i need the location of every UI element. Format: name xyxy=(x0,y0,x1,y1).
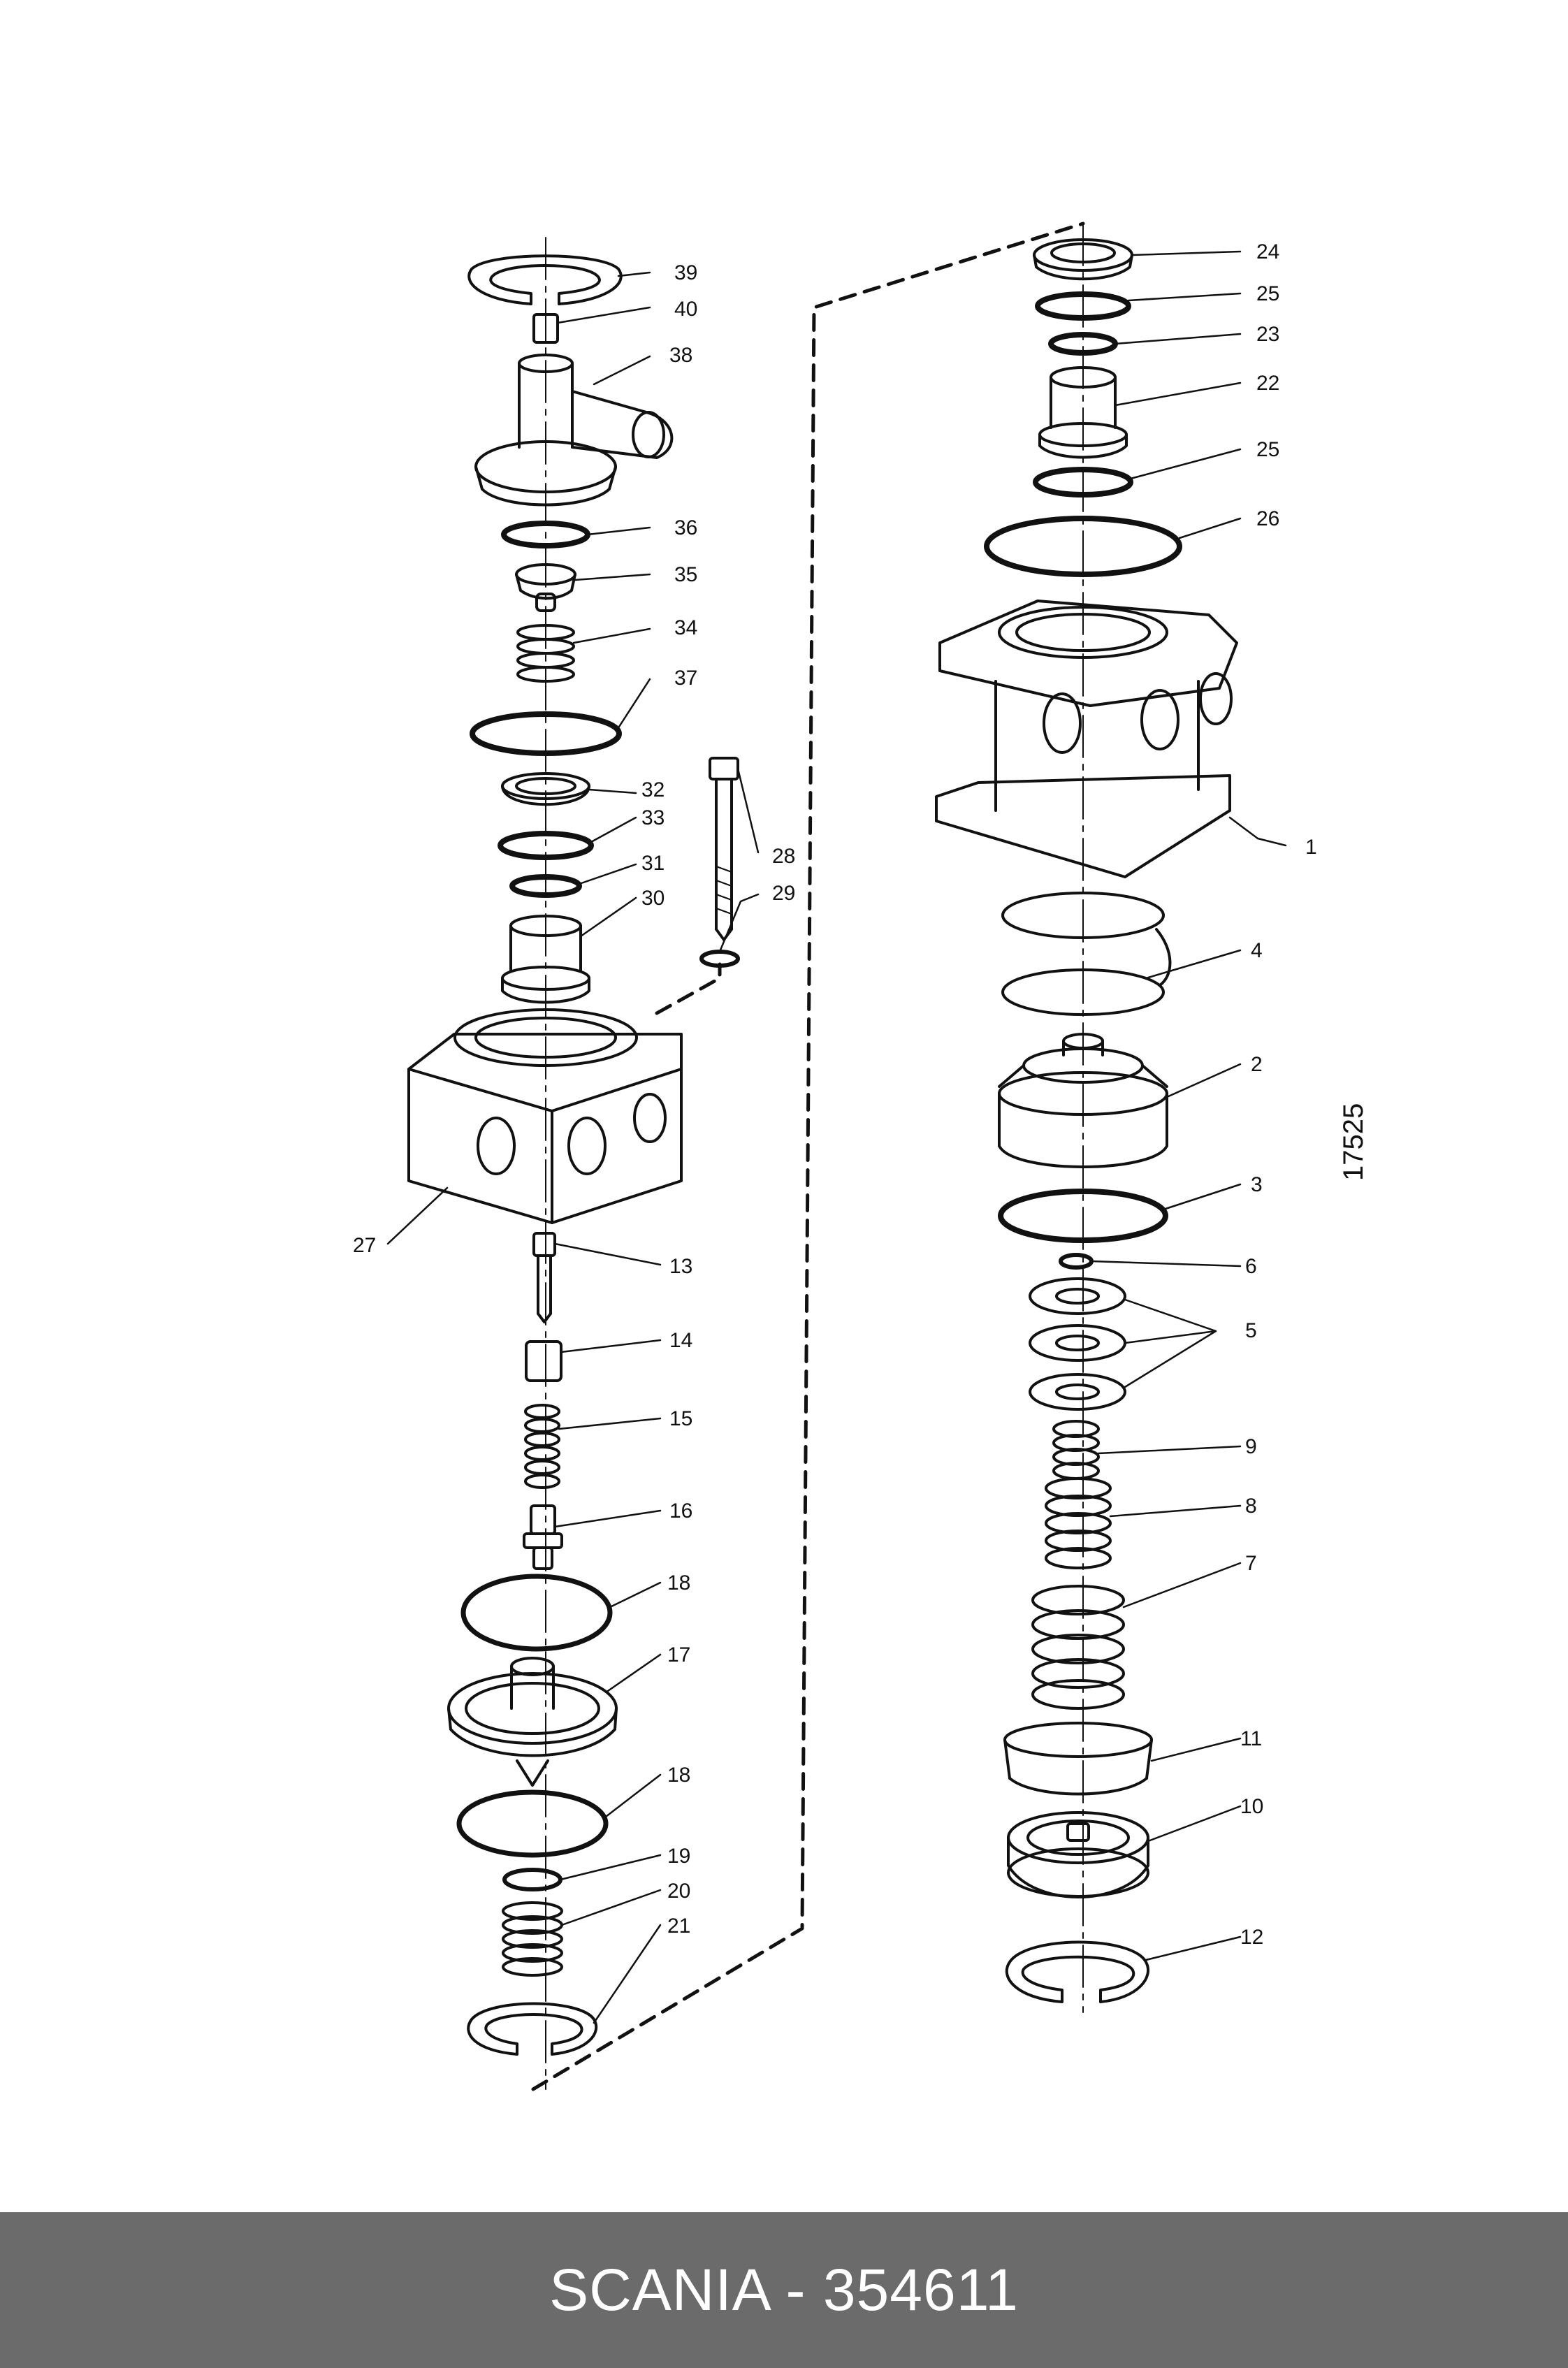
callout-22: 22 xyxy=(1256,372,1279,395)
part-31-o-ring xyxy=(509,874,582,898)
part-32-seal xyxy=(501,772,590,806)
callout-21: 21 xyxy=(667,1915,690,1938)
plate-number: 17525 xyxy=(1338,1103,1369,1181)
part-34-spring xyxy=(516,624,575,683)
callout-29: 29 xyxy=(772,882,795,905)
part-18-o-ring-lower xyxy=(456,1789,609,1858)
part-33-o-ring xyxy=(498,831,594,860)
part-2-piston xyxy=(998,1033,1168,1168)
part-25-o-ring-lower xyxy=(1033,467,1133,497)
callout-20: 20 xyxy=(667,1880,690,1903)
part-18-o-ring-upper xyxy=(460,1574,613,1652)
part-3-o-ring xyxy=(998,1189,1168,1243)
callout-34: 34 xyxy=(674,616,697,639)
part-29-washer xyxy=(699,950,740,968)
part-13-screw xyxy=(532,1232,556,1323)
part-22-sleeve xyxy=(1038,366,1128,459)
part-1-housing xyxy=(935,600,1238,878)
callout-23: 23 xyxy=(1256,323,1279,346)
callout-37: 37 xyxy=(674,667,697,690)
part-21-circlip xyxy=(467,2002,598,2056)
part-7-spring xyxy=(1031,1585,1125,1710)
callout-17: 17 xyxy=(667,1643,690,1666)
callout-16: 16 xyxy=(669,1499,692,1523)
part-10-cap xyxy=(1007,1811,1149,1898)
part-15-spring xyxy=(524,1404,560,1489)
callout-12: 12 xyxy=(1240,1926,1263,1949)
callout-24: 24 xyxy=(1256,240,1279,263)
part-25-o-ring-upper xyxy=(1035,291,1131,321)
callout-26: 26 xyxy=(1256,507,1279,530)
part-19-ring xyxy=(502,1868,562,1891)
part-27-housing xyxy=(407,1008,683,1224)
part-6-washer xyxy=(1059,1253,1094,1270)
callout-13: 13 xyxy=(669,1255,692,1278)
part-5-washers xyxy=(1029,1277,1126,1411)
callout-5: 5 xyxy=(1245,1319,1257,1342)
callout-9: 9 xyxy=(1245,1435,1257,1458)
callout-38: 38 xyxy=(669,344,692,367)
callout-14: 14 xyxy=(669,1329,692,1352)
callout-15: 15 xyxy=(669,1407,692,1430)
callout-18-lower: 18 xyxy=(667,1764,690,1787)
callout-25-upper: 25 xyxy=(1256,282,1279,305)
callout-28: 28 xyxy=(772,845,795,868)
footer-bar: SCANIA - 354611 xyxy=(0,2212,1568,2368)
callout-31: 31 xyxy=(641,852,665,875)
callout-11: 11 xyxy=(1240,1727,1262,1750)
part-17-piston xyxy=(447,1657,618,1787)
callout-4: 4 xyxy=(1251,939,1263,962)
callout-25-lower: 25 xyxy=(1256,438,1279,461)
callout-36: 36 xyxy=(674,516,697,539)
footer-title: SCANIA - 354611 xyxy=(549,2257,1019,2323)
callout-19: 19 xyxy=(667,1845,690,1868)
part-9-spring xyxy=(1052,1420,1100,1480)
part-20-spring xyxy=(502,1901,563,1977)
callout-32: 32 xyxy=(641,778,665,801)
callout-39: 39 xyxy=(674,261,697,284)
callout-3: 3 xyxy=(1251,1173,1263,1196)
part-35-valve xyxy=(515,563,576,612)
callout-7: 7 xyxy=(1245,1552,1257,1575)
part-28-bolt xyxy=(709,757,739,941)
part-38-top-cover xyxy=(474,354,674,507)
exploded-parts-diagram: 39 40 38 36 35 34 37 32 33 31 30 28 29 2… xyxy=(353,221,1369,2091)
callout-6: 6 xyxy=(1245,1255,1257,1278)
part-12-circlip xyxy=(1005,1940,1150,2003)
part-8-spring xyxy=(1045,1477,1112,1569)
part-14-nut xyxy=(525,1340,562,1382)
part-40-nipple xyxy=(532,313,559,344)
callout-18-upper: 18 xyxy=(667,1571,690,1595)
callout-1: 1 xyxy=(1305,836,1317,859)
callout-10: 10 xyxy=(1240,1795,1263,1818)
part-30-sleeve xyxy=(501,915,590,1004)
callout-35: 35 xyxy=(674,563,697,586)
callout-33: 33 xyxy=(641,806,665,829)
callout-8: 8 xyxy=(1245,1495,1257,1518)
part-11-band xyxy=(1003,1722,1153,1796)
part-26-o-ring xyxy=(984,516,1182,577)
part-39-circlip xyxy=(467,254,623,305)
callout-40: 40 xyxy=(674,298,697,321)
part-16-plunger xyxy=(523,1504,563,1570)
callout-2: 2 xyxy=(1251,1053,1263,1076)
part-4-spring xyxy=(1001,892,1172,1016)
part-37-o-ring xyxy=(470,711,622,756)
callout-27: 27 xyxy=(353,1234,376,1257)
part-23-o-ring xyxy=(1048,332,1118,356)
callout-30: 30 xyxy=(641,887,665,910)
